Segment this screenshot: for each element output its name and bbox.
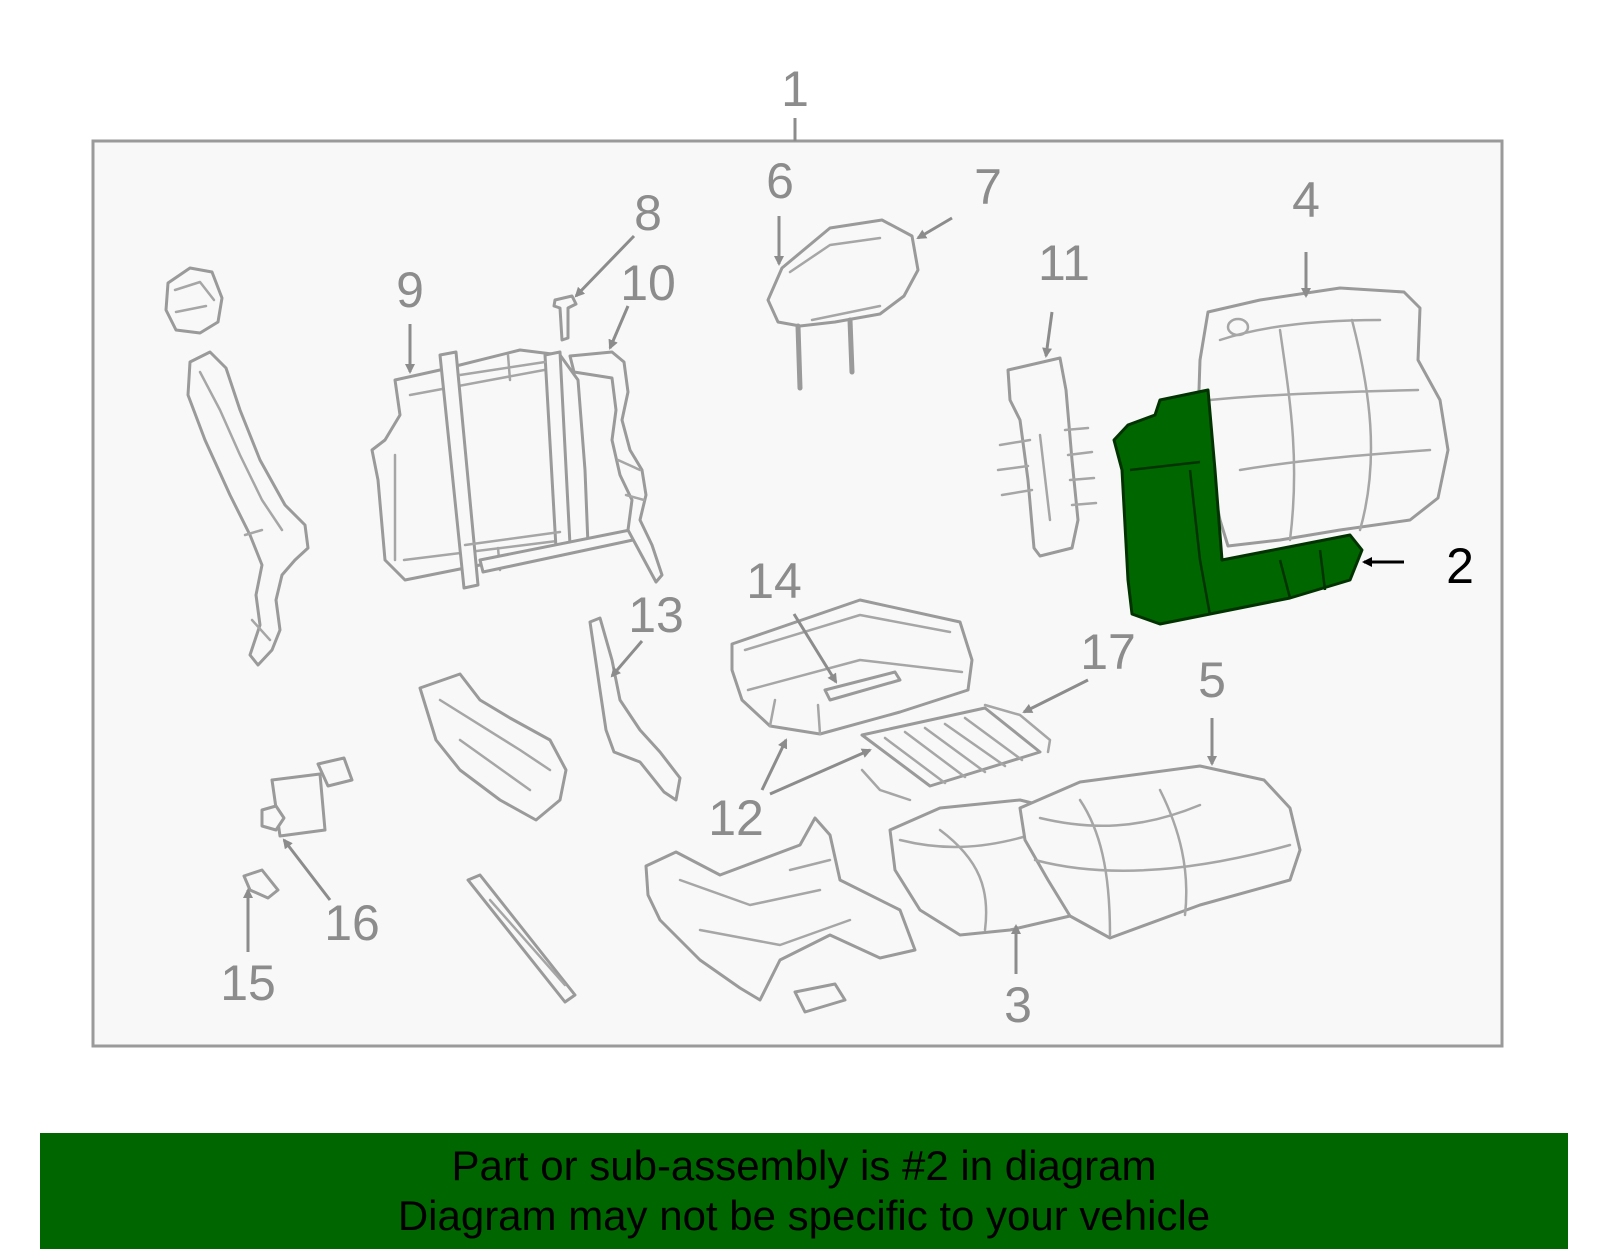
headrest-part xyxy=(766,218,920,391)
cushion-frame-part xyxy=(730,598,974,736)
callout-17: 17 xyxy=(1080,624,1136,680)
callout-14: 14 xyxy=(746,553,802,609)
callout-7: 7 xyxy=(974,159,1002,215)
callout-12-leader-b xyxy=(769,748,872,796)
banner-line-1: Part or sub-assembly is #2 in diagram xyxy=(451,1142,1157,1189)
seat-track-part xyxy=(466,873,577,1004)
callout-13-leader xyxy=(610,640,644,678)
callout-9: 9 xyxy=(396,262,424,318)
callout-1: 1 xyxy=(781,61,809,117)
callout-5: 5 xyxy=(1198,652,1226,708)
seat-back-cover-part xyxy=(1196,286,1450,548)
seat-cushion-cover-part xyxy=(1018,764,1302,940)
callout-10-leader xyxy=(608,305,630,350)
callout-11: 11 xyxy=(1038,235,1090,291)
callout-13: 13 xyxy=(628,587,684,643)
seat-switch-part xyxy=(260,756,354,838)
side-trim-panel-part xyxy=(418,672,568,822)
wire-harness-part xyxy=(568,350,664,584)
seat-springs-part xyxy=(860,703,1052,802)
recliner-bracket-part xyxy=(588,616,682,802)
callout-4: 4 xyxy=(1292,172,1320,228)
callout-3: 3 xyxy=(1004,977,1032,1033)
callout-12: 12 xyxy=(708,790,764,846)
callout-6: 6 xyxy=(766,153,794,209)
bolt-part xyxy=(552,294,578,342)
seat-back-frame-part xyxy=(370,348,635,590)
callout-16: 16 xyxy=(324,895,380,951)
callout-17-leader xyxy=(1022,678,1089,714)
banner-line-2: Diagram may not be specific to your vehi… xyxy=(397,1192,1211,1239)
callout-8-leader xyxy=(574,234,636,298)
callout-12-leader-a xyxy=(760,738,788,791)
seat-belt-buckle-part xyxy=(164,266,310,667)
callout-15: 15 xyxy=(220,955,276,1011)
callout-8: 8 xyxy=(634,185,662,241)
callout-2: 2 xyxy=(1446,538,1474,594)
info-banner: Part or sub-assembly is #2 in diagram Di… xyxy=(40,1133,1568,1249)
callout-11-leader xyxy=(1042,311,1054,358)
callout-7-leader xyxy=(916,216,953,240)
seat-side-cover-highlighted-part xyxy=(1112,388,1364,626)
seat-adjuster-part xyxy=(644,816,917,1014)
callout-14-leader xyxy=(792,613,838,684)
lumbar-support-part xyxy=(996,356,1098,558)
callout-10: 10 xyxy=(620,255,676,311)
callout-16-leader xyxy=(282,838,332,901)
